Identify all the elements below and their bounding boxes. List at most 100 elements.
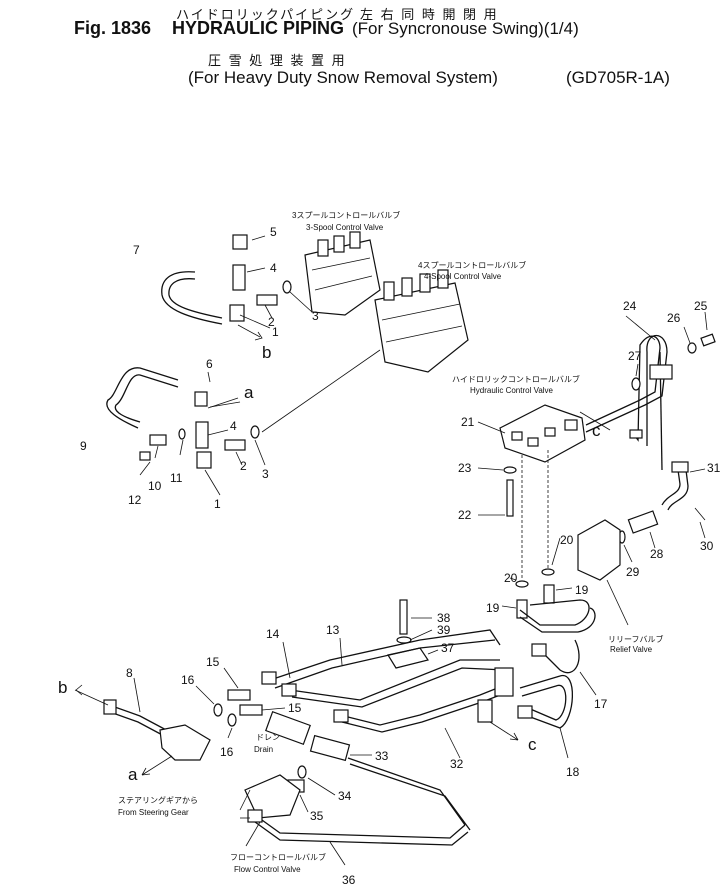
spool-control-valve-3: [304, 231, 381, 316]
letter-c-lower: c: [528, 735, 537, 754]
drain-label-en: Drain: [254, 745, 273, 754]
spool4-label-jp: 4スプールコントロールバルブ: [418, 260, 526, 270]
callout-20-left: 20: [504, 571, 518, 585]
callout-36: 36: [342, 873, 356, 887]
connector-19-right: [543, 584, 555, 604]
connector-33: [309, 734, 351, 762]
pipe-32: [339, 684, 506, 726]
oring-20-left: [515, 580, 529, 588]
callout-22: 22: [458, 508, 472, 522]
oring-3-lower: [250, 425, 260, 439]
callout-18: 18: [566, 765, 580, 779]
pipe-31: [661, 469, 681, 506]
callout-13: 13: [326, 623, 340, 637]
figure-number: Fig. 1836: [74, 18, 152, 38]
flow-label-jp: フローコントロールバルブ: [230, 852, 326, 862]
elbow-c: [477, 699, 493, 723]
callout-19-left: 19: [486, 601, 500, 615]
sleeve-4-lower: [195, 421, 209, 449]
plug-25: [700, 333, 716, 347]
callout-2-lower: 2: [240, 459, 247, 473]
plug-12: [139, 451, 151, 461]
steering-label-jp: ステアリングギアから: [118, 795, 198, 805]
steering-label-en: From Steering Gear: [118, 808, 189, 817]
relief-valve: [577, 519, 621, 581]
sleeve-4-upper: [232, 264, 246, 291]
oring-26: [687, 342, 697, 354]
pipe-17: [519, 599, 590, 626]
oring-16-top: [213, 703, 223, 717]
callout-30: 30: [700, 539, 714, 553]
letter-a-upper: a: [244, 383, 254, 402]
callout-23: 23: [458, 461, 472, 475]
callout-31: 31: [707, 461, 721, 475]
bolt-22: [506, 479, 514, 517]
callout-37: 37: [441, 641, 455, 655]
callout-24: 24: [623, 299, 637, 313]
drain-label-jp: ドレン: [256, 733, 280, 742]
callout-15-top: 15: [206, 655, 220, 669]
elbow-6: [194, 391, 208, 407]
callout-3-lower: 3: [262, 467, 269, 481]
drain-hose: [265, 710, 311, 746]
oring-16-bottom: [227, 713, 237, 727]
callout-8: 8: [126, 666, 133, 680]
callout-32: 32: [450, 757, 464, 771]
connector-15-top: [227, 689, 251, 701]
pipe-36: [254, 814, 466, 839]
pipe-14: [289, 659, 500, 701]
fitting-8-end: [103, 699, 117, 715]
subtitle-jp-swing: 左 右 同 時 開 閉 用: [360, 7, 499, 22]
callout-6: 6: [206, 357, 213, 371]
spool-control-valve-4: [374, 269, 469, 373]
model-number: (GD705R-1A): [566, 68, 670, 87]
figure-title: HYDRAULIC PIPING: [172, 18, 345, 38]
pipe-18: [519, 675, 574, 729]
callout-39: 39: [437, 623, 451, 637]
swing-note: (For Syncronouse Swing)(1/4): [352, 19, 579, 38]
block-right: [494, 667, 514, 697]
plug-30: [694, 507, 706, 521]
elbow-1-upper: [229, 304, 245, 322]
oring-3-upper: [282, 280, 292, 294]
callout-21: 21: [461, 415, 475, 429]
elbow-10: [149, 434, 167, 446]
callout-20-right: 20: [560, 533, 574, 547]
callout-25: 25: [694, 299, 708, 313]
elbow-24-end: [649, 364, 673, 380]
pipe-13: [269, 629, 501, 681]
callout-11: 11: [170, 471, 183, 485]
flow-label-en: Flow Control Valve: [234, 865, 301, 874]
oring-34: [297, 765, 307, 779]
fitting-36-end: [247, 809, 263, 823]
oring-27: [631, 377, 641, 391]
callout-16-bottom: 16: [220, 745, 234, 759]
callout-1-upper: 1: [272, 325, 279, 339]
callout-14: 14: [266, 627, 280, 641]
fitting-32-end: [333, 709, 349, 723]
oring-20-right: [541, 568, 555, 576]
callout-26: 26: [667, 311, 681, 325]
fitting-14-end: [261, 671, 277, 685]
spool3-label-en: 3-Spool Control Valve: [306, 223, 384, 232]
washer-23: [503, 466, 517, 474]
pipe-8: [111, 705, 171, 733]
subtitle-jp-snow: 圧 雪 処 理 装 置 用: [208, 53, 347, 68]
oring-11: [178, 428, 186, 440]
callout-4-upper: 4: [270, 261, 277, 275]
letter-b-upper: b: [262, 343, 271, 362]
callout-10: 10: [148, 479, 162, 493]
spool4-label-en: 4-Spool Control Valve: [424, 272, 502, 281]
fitting-17-end: [531, 643, 547, 657]
callout-19-right: 19: [575, 583, 589, 597]
fitting-24-lower: [629, 429, 643, 439]
callout-9: 9: [80, 439, 87, 453]
pipe-7: [161, 271, 223, 325]
callout-35: 35: [310, 809, 324, 823]
connector-2-upper: [256, 294, 278, 306]
callout-3-upper: 3: [312, 309, 319, 323]
block-8: [159, 724, 211, 761]
callout-33: 33: [375, 749, 389, 763]
pipe-9: [106, 367, 179, 429]
fitting-13-end: [281, 683, 297, 697]
